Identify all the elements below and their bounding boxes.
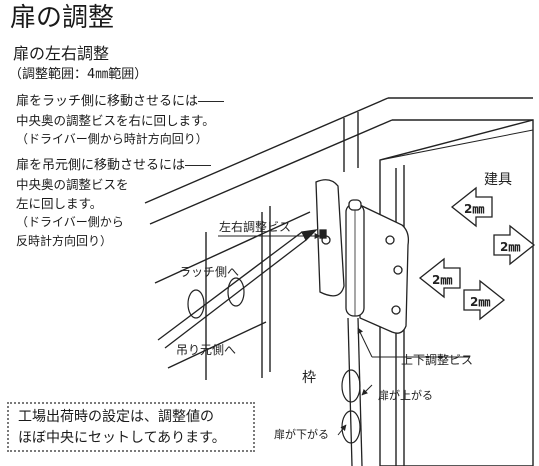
door-panel bbox=[379, 119, 534, 466]
instruction-latch-side: 扉をラッチ側に移動させるには―― 中央奥の調整ビスを右に回します。 （ドライバー… bbox=[16, 92, 224, 149]
instruction-hinge-side: 扉を吊元側に移動させるには―― 中央奥の調整ビスを 左に回します。 （ドライバー… bbox=[16, 156, 211, 251]
direction-arrows bbox=[418, 186, 536, 321]
instruction-line: 中央奥の調整ビスを右に回します。 bbox=[16, 113, 215, 128]
hinge bbox=[315, 179, 410, 334]
instruction-heading: 扉を吊元側に移動させるには―― bbox=[16, 158, 212, 173]
leader-lines bbox=[218, 233, 470, 436]
label-door-down: 扉が下がる bbox=[274, 427, 329, 441]
arrow-label: 2㎜ bbox=[470, 295, 490, 309]
label-lr-screw: 左右調整ビス bbox=[219, 219, 291, 234]
note-line: ほぼ中央にセットしてあります。 bbox=[18, 430, 226, 446]
instruction-note: 反時計方向回り） bbox=[16, 234, 113, 248]
note-line: 工場出荷時の設定は、調整値の bbox=[18, 409, 214, 425]
instruction-line: 中央奥の調整ビスを bbox=[16, 177, 129, 192]
cabinet-frame bbox=[144, 97, 533, 380]
label-latch-side: ラッチ側へ bbox=[179, 265, 239, 279]
adjustment-range: （調整範囲：4㎜範囲） bbox=[9, 67, 148, 82]
instruction-line: 左に回します。 bbox=[16, 196, 103, 211]
page-title: 扉の調整 bbox=[10, 3, 115, 33]
screwdriver bbox=[157, 229, 363, 466]
label-door-up: 扉が上がる bbox=[378, 388, 433, 402]
arrow-label: 2㎜ bbox=[464, 202, 484, 216]
section-subtitle: 扉の左右調整 bbox=[13, 44, 110, 63]
label-frame: 枠 bbox=[302, 370, 316, 386]
instruction-heading: 扉をラッチ側に移動させるには―― bbox=[16, 94, 225, 109]
label-ud-screw: 上下調整ビス bbox=[401, 352, 473, 367]
factory-setting-note: 工場出荷時の設定は、調整値の ほぼ中央にセットしてあります。 bbox=[7, 402, 255, 452]
arrow-label: 2㎜ bbox=[432, 273, 452, 287]
instruction-note: （ドライバー側から時計方向回り） bbox=[16, 132, 208, 146]
arrow-value-labels: 2㎜ 2㎜ 2㎜ 2㎜ bbox=[432, 202, 520, 309]
instruction-note: （ドライバー側から bbox=[16, 215, 124, 229]
label-fixture: 建具 bbox=[484, 172, 512, 188]
arrow-label: 2㎜ bbox=[500, 240, 520, 254]
label-hinge-side: 吊り元側へ bbox=[176, 343, 236, 357]
